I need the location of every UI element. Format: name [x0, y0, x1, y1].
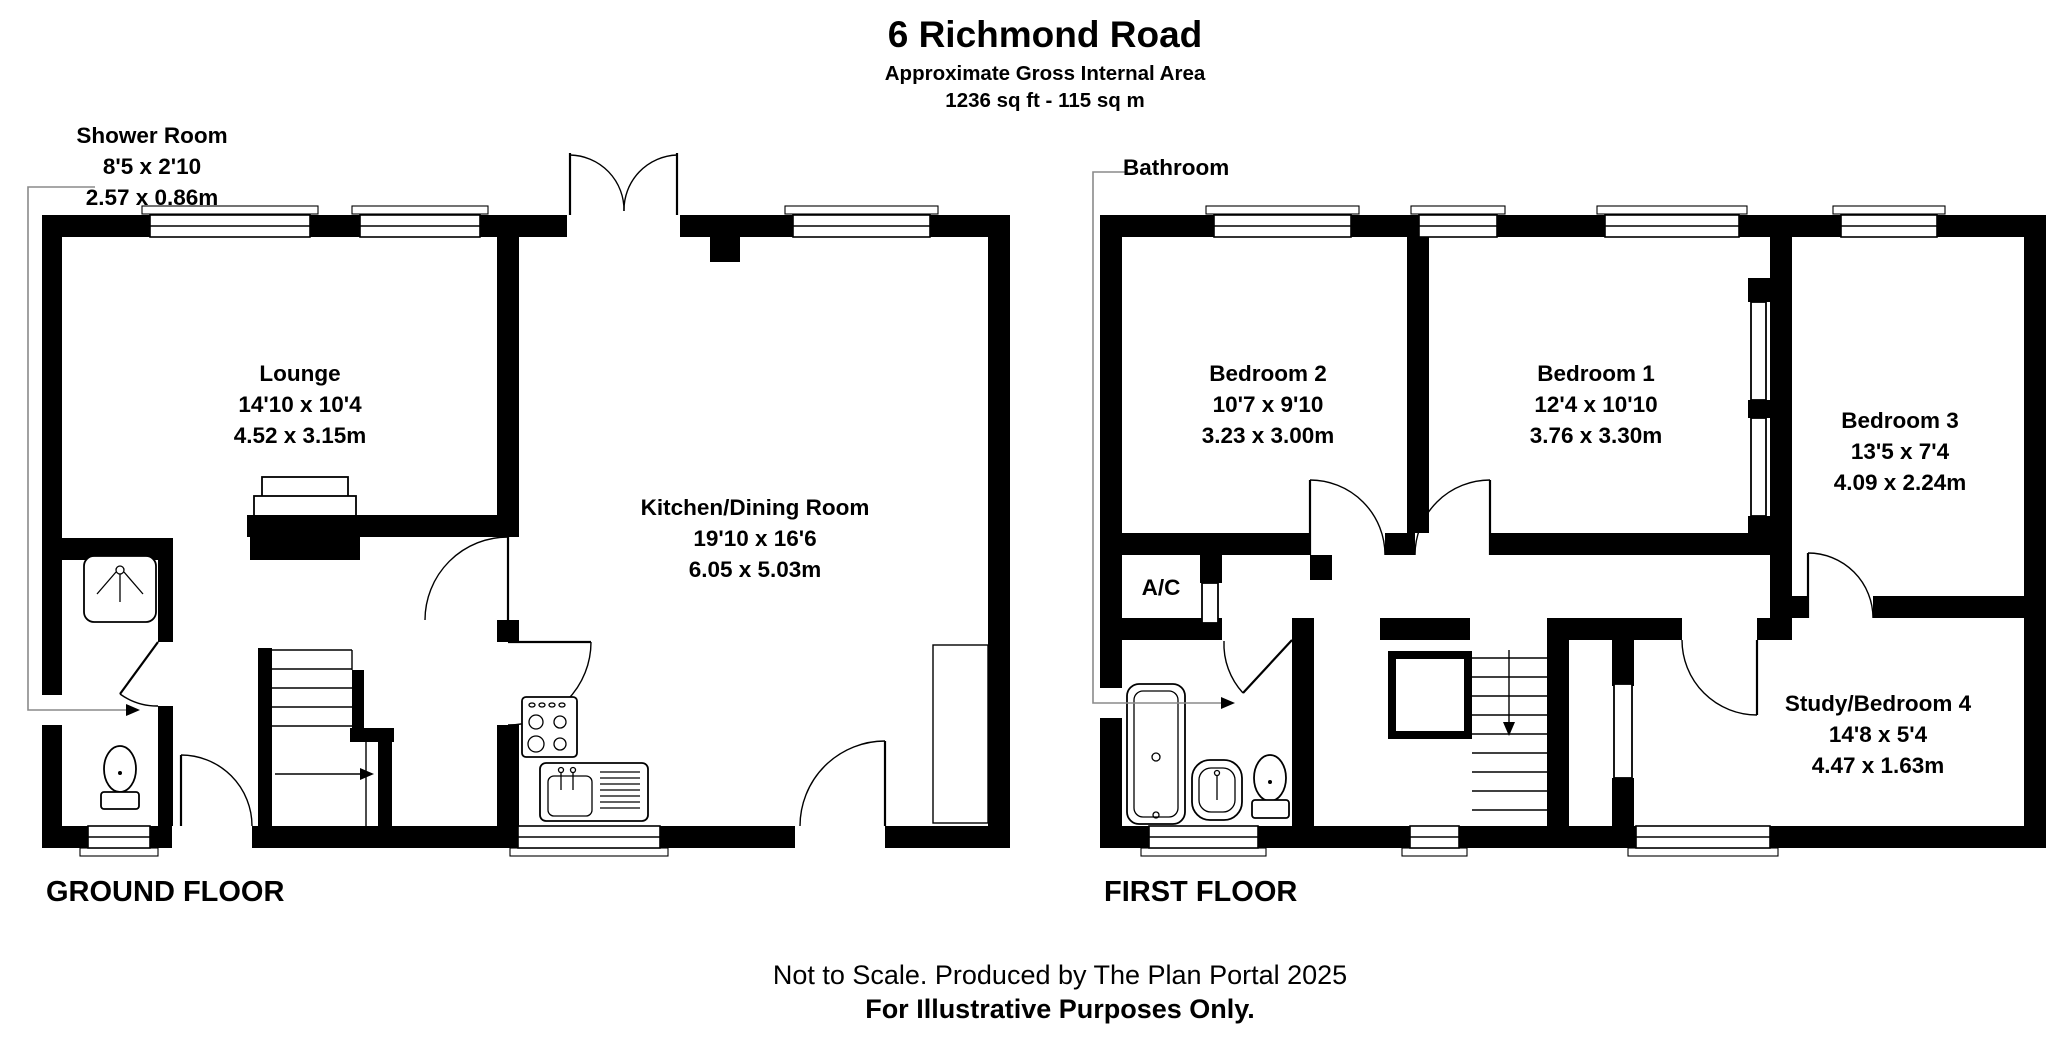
stairs-direction-arrow-icon — [360, 768, 374, 780]
toilet-icon — [100, 745, 140, 810]
room-label-bedroom-2: Bedroom 2 10'7 x 9'10 3.23 x 3.00m — [1201, 361, 1335, 448]
first-floor-windows — [1140, 205, 1946, 857]
ac-door-leaf — [1201, 582, 1219, 624]
room-label-study-bedroom-4: Study/Bedroom 4 14'8 x 5'4 4.47 x 1.63m — [1784, 691, 1972, 778]
title-subtitle: Approximate Gross Internal Area — [884, 62, 1206, 85]
ground-floor-walls — [42, 215, 1010, 848]
leader-arrow-icon — [126, 704, 140, 716]
ground-floor-windows — [79, 205, 939, 857]
page-title: 6 Richmond Road — [887, 14, 1203, 55]
cupboard-icon — [1388, 651, 1472, 739]
stairs-up — [258, 648, 394, 826]
first-floor-doors — [1201, 479, 1874, 779]
footer-illustrative: For Illustrative Purposes Only. — [865, 994, 1255, 1024]
room-label-kitchen-dining: Kitchen/Dining Room 19'10 x 16'6 6.05 x … — [640, 495, 870, 582]
shower-room-leader-line — [27, 186, 140, 716]
bathroom-leader-line — [1092, 171, 1235, 709]
bath-icon — [1126, 683, 1186, 825]
wardrobe-icon — [1750, 301, 1767, 517]
ground-floor-fixtures — [83, 476, 989, 824]
hob-icon — [521, 696, 578, 758]
french-doors — [568, 153, 679, 215]
room-label-shower-room: Shower Room 8'5 x 2'10 2.57 x 0.86m — [76, 123, 228, 210]
leader-arrow-icon — [1221, 697, 1235, 709]
title-block: 6 Richmond Road Approximate Gross Intern… — [885, 14, 1206, 114]
first-floor-label: FIRST FLOOR — [1104, 876, 1298, 908]
stairs-direction-arrow-icon — [1503, 722, 1515, 736]
first-floor-plan — [1092, 171, 2046, 857]
room-label-lounge: Lounge 14'10 x 10'4 4.52 x 3.15m — [233, 361, 367, 448]
first-floor-walls — [1100, 215, 2046, 848]
basin-icon — [1191, 759, 1243, 821]
shower-tray-icon — [83, 555, 157, 623]
room-label-bedroom-1: Bedroom 1 12'4 x 10'10 3.76 x 3.30m — [1529, 361, 1663, 448]
title-area: 1236 sq ft - 115 sq m — [945, 89, 1145, 112]
room-label-bedroom-3: Bedroom 3 13'5 x 7'4 4.09 x 2.24m — [1833, 408, 1967, 495]
ground-floor-label: GROUND FLOOR — [46, 876, 285, 908]
kitchen-sink-icon — [539, 762, 649, 822]
fireplace-icon — [250, 476, 360, 560]
footer-disclaimer: Not to Scale. Produced by The Plan Porta… — [772, 960, 1348, 990]
toilet-icon — [1251, 754, 1290, 819]
footer: Not to Scale. Produced by The Plan Porta… — [773, 958, 1347, 1026]
room-label-ac: A/C — [1141, 575, 1181, 600]
room-label-bathroom: Bathroom — [1123, 155, 1230, 180]
ground-floor-plan — [27, 153, 1010, 857]
rear-recess — [932, 644, 989, 824]
first-floor-fixtures — [1126, 301, 1767, 825]
landing-door-leaf — [1613, 683, 1633, 779]
stairs-down — [1388, 650, 1547, 811]
